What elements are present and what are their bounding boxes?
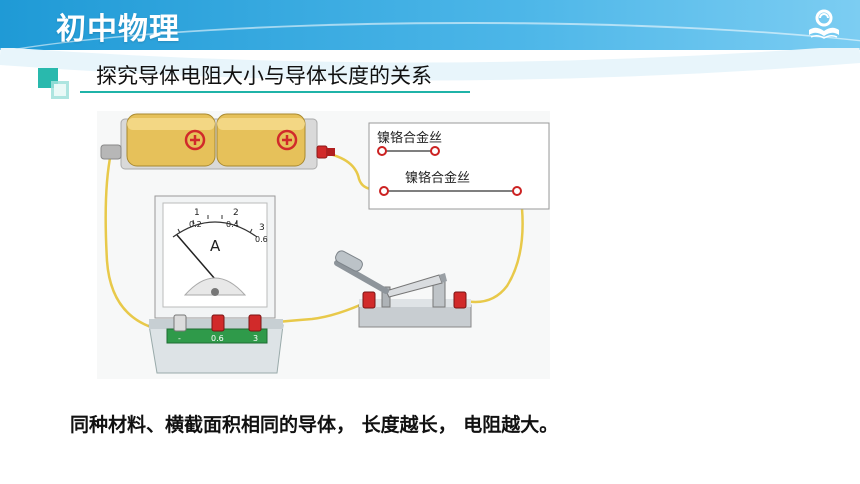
ammeter-unit-label: A: [210, 237, 221, 255]
scale-inner-0.4: 0.4: [226, 220, 239, 229]
wire-label-bottom: 镍铬合金丝: [405, 170, 470, 186]
header-decor-curve: [0, 22, 860, 50]
terminal-label-3: 3: [253, 334, 258, 343]
header-bar: 初中物理: [0, 0, 860, 50]
scale-inner-0.2: 0.2: [189, 220, 202, 229]
ammeter-scale-arc: [172, 221, 258, 238]
terminal-label-negative: -: [178, 334, 181, 343]
circuit-figure: 镍铬合金丝 镍铬合金丝 1 2 3 0.2 0.4 0.6 A - 0.6 3: [97, 111, 550, 379]
title-decor-squares: [38, 68, 69, 99]
ammeter-needle: [176, 234, 216, 280]
knife-switch: [334, 250, 472, 328]
scale-inner-0.6: 0.6: [255, 235, 268, 244]
subtitle-underline: [80, 91, 470, 93]
wire-board-to-switch: [464, 190, 524, 304]
open-book-logo-icon: [809, 9, 839, 39]
terminal-label-0.6: 0.6: [211, 334, 224, 343]
scale-outer-1: 1: [194, 208, 200, 218]
header-title: 初中物理: [56, 12, 180, 47]
battery-holder: [100, 113, 335, 170]
slide-subtitle: 探究导体电阻大小与导体长度的关系: [96, 64, 432, 88]
scale-outer-2: 2: [233, 208, 239, 218]
scale-outer-3: 3: [259, 223, 265, 233]
resistance-wire-board: 镍铬合金丝 镍铬合金丝: [368, 122, 550, 210]
conclusion-text: 同种材料、横截面积相同的导体， 长度越长， 电阻越大。: [70, 414, 559, 436]
ammeter: 1 2 3 0.2 0.4 0.6 A - 0.6 3: [148, 195, 284, 374]
wire-label-top: 镍铬合金丝: [377, 130, 442, 146]
background-wave: [0, 48, 860, 81]
